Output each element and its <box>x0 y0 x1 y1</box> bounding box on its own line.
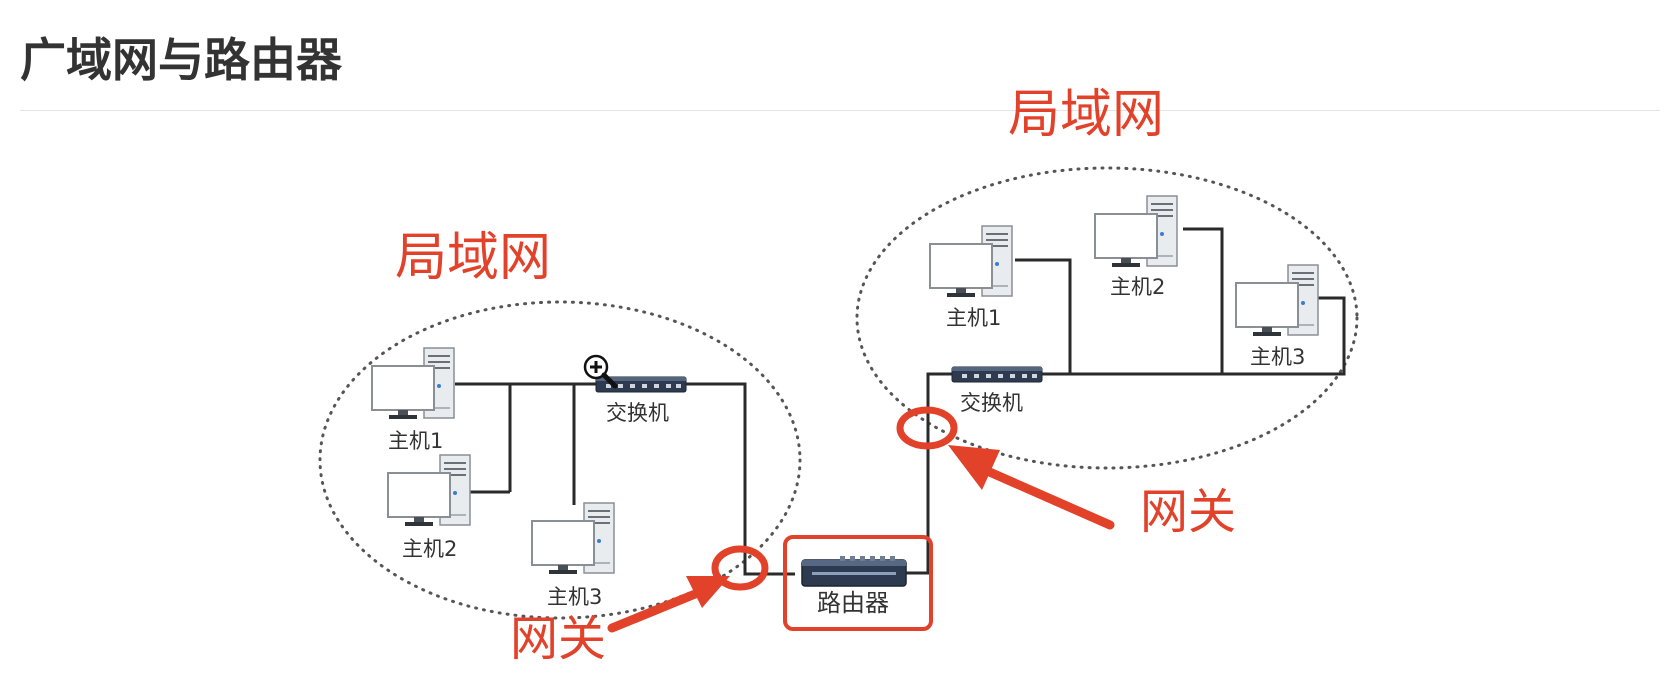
lan-right-switch-label: 交换机 <box>960 391 1023 415</box>
switch-icon <box>951 366 1043 383</box>
lan-right-boundary <box>855 166 1359 470</box>
router-label: 路由器 <box>817 589 889 617</box>
lan-left-host-label: 主机3 <box>547 585 602 609</box>
host-icon <box>387 454 471 527</box>
lan-right-label: 局域网 <box>1008 85 1164 145</box>
host-icon <box>1094 195 1178 268</box>
lan-left-host-label: 主机2 <box>402 537 457 561</box>
gateway-right-marker <box>896 406 958 450</box>
host-icon <box>371 347 455 420</box>
lan-right-host-label: 主机2 <box>1110 275 1165 299</box>
router-icon <box>801 556 907 587</box>
lan-left-label: 局域网 <box>395 228 551 288</box>
router-highlight-box <box>783 535 933 631</box>
gateway-right-arrow <box>948 445 1115 530</box>
lan-left-boundary <box>318 300 802 620</box>
page-title: 广域网与路由器 <box>20 33 342 87</box>
gateway-right-label: 网关 <box>1140 484 1236 540</box>
gateway-left-marker <box>711 545 769 591</box>
zoom-in-icon <box>583 354 618 389</box>
lan-left-host-label: 主机1 <box>388 429 443 453</box>
lan-right-host-label: 主机3 <box>1250 345 1305 369</box>
lan-right-host-label: 主机1 <box>946 306 1001 330</box>
gateway-left-label: 网关 <box>510 611 606 667</box>
host-icon <box>1235 264 1319 337</box>
lan-left-switch-label: 交换机 <box>606 401 669 425</box>
host-icon <box>929 225 1013 298</box>
lan-right-cabling <box>865 227 1346 575</box>
host-icon <box>531 502 615 575</box>
title-divider <box>20 110 1660 111</box>
gateway-left-arrow <box>607 576 730 633</box>
